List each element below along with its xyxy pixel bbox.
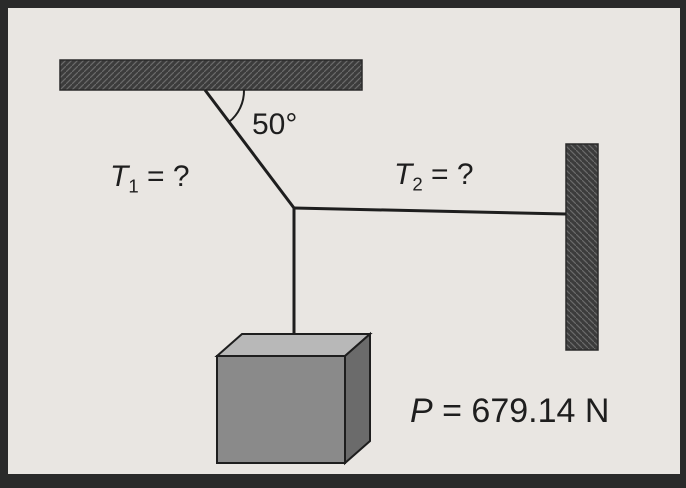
ceiling-support — [59, 59, 363, 91]
t1-equation: = ? — [138, 160, 190, 193]
weight-block — [214, 331, 373, 466]
weight-label: P = 679.14 N — [410, 394, 609, 428]
block-top-face — [214, 333, 373, 357]
t1-symbol: T — [110, 160, 129, 193]
block-side-face — [344, 331, 371, 466]
t2-subscript: 2 — [412, 173, 423, 195]
angle-arc — [228, 89, 246, 123]
rope-t2 — [293, 206, 567, 216]
block-front-face — [216, 355, 346, 464]
weight-equation: = 679.14 N — [432, 392, 610, 430]
tension-t1-label: T1 = ? — [110, 162, 190, 196]
angle-label: 50° — [252, 108, 298, 141]
wall-support — [565, 143, 599, 351]
weight-symbol: P — [410, 392, 433, 430]
t2-symbol: T — [394, 158, 413, 191]
t1-subscript: 1 — [128, 175, 139, 197]
rope-t1 — [203, 89, 296, 209]
t2-equation: = ? — [422, 158, 474, 191]
tension-t2-label: T2 = ? — [394, 160, 474, 194]
